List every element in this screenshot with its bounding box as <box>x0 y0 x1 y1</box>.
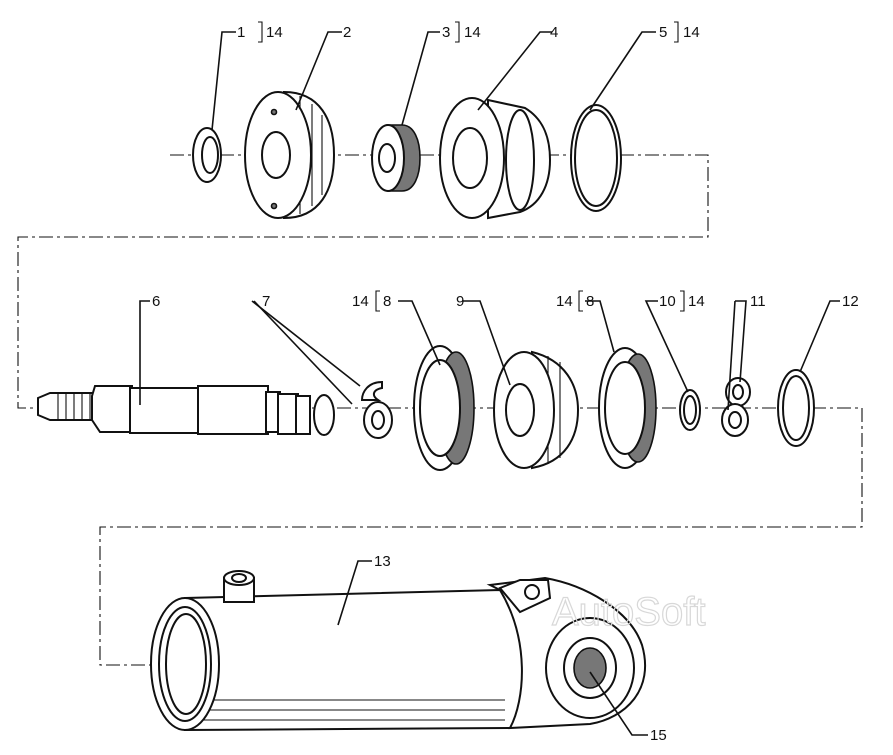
part-9-piston <box>493 350 580 470</box>
label-10: 10 <box>659 293 676 310</box>
label-8a: 8 <box>383 293 391 310</box>
part-8a-seal <box>413 345 475 471</box>
kit-ref: 14 <box>266 24 283 41</box>
leader-lines <box>139 31 840 736</box>
part-12-ring <box>777 369 815 447</box>
label-9: 9 <box>456 293 464 310</box>
part-10-ring <box>679 389 701 431</box>
part-8b-seal <box>598 347 657 469</box>
part-6-piston-rod <box>37 385 335 436</box>
part-2-gland <box>244 90 336 220</box>
label-8b: 8 <box>586 293 594 310</box>
label-6: 6 <box>152 293 160 310</box>
label-2: 2 <box>343 24 351 41</box>
label-15: 15 <box>650 727 667 744</box>
kit-brackets <box>258 21 685 312</box>
kit-ref: 14 <box>556 293 573 310</box>
label-1: 1 <box>237 24 245 41</box>
part-13-cylinder-body <box>150 570 647 732</box>
part-3-bushing <box>371 124 421 192</box>
kit-ref: 14 <box>683 24 700 41</box>
label-5: 5 <box>659 24 667 41</box>
part-labels: 1 14 2 3 14 4 5 14 6 7 14 8 9 14 8 10 14… <box>152 24 859 744</box>
part-1-ring <box>192 127 222 183</box>
label-11: 11 <box>750 293 766 310</box>
part-4-guide <box>439 97 552 220</box>
kit-ref: 14 <box>688 293 705 310</box>
part-7-clips <box>360 380 393 439</box>
kit-ref: 14 <box>464 24 481 41</box>
part-11-clips <box>721 377 751 437</box>
label-12: 12 <box>842 293 859 310</box>
label-7: 7 <box>262 293 270 310</box>
label-4: 4 <box>550 24 558 41</box>
label-3: 3 <box>442 24 450 41</box>
label-13: 13 <box>374 553 391 570</box>
kit-ref: 14 <box>352 293 369 310</box>
part-5-o-ring <box>570 104 622 212</box>
watermark: AutoSoft <box>552 590 705 634</box>
